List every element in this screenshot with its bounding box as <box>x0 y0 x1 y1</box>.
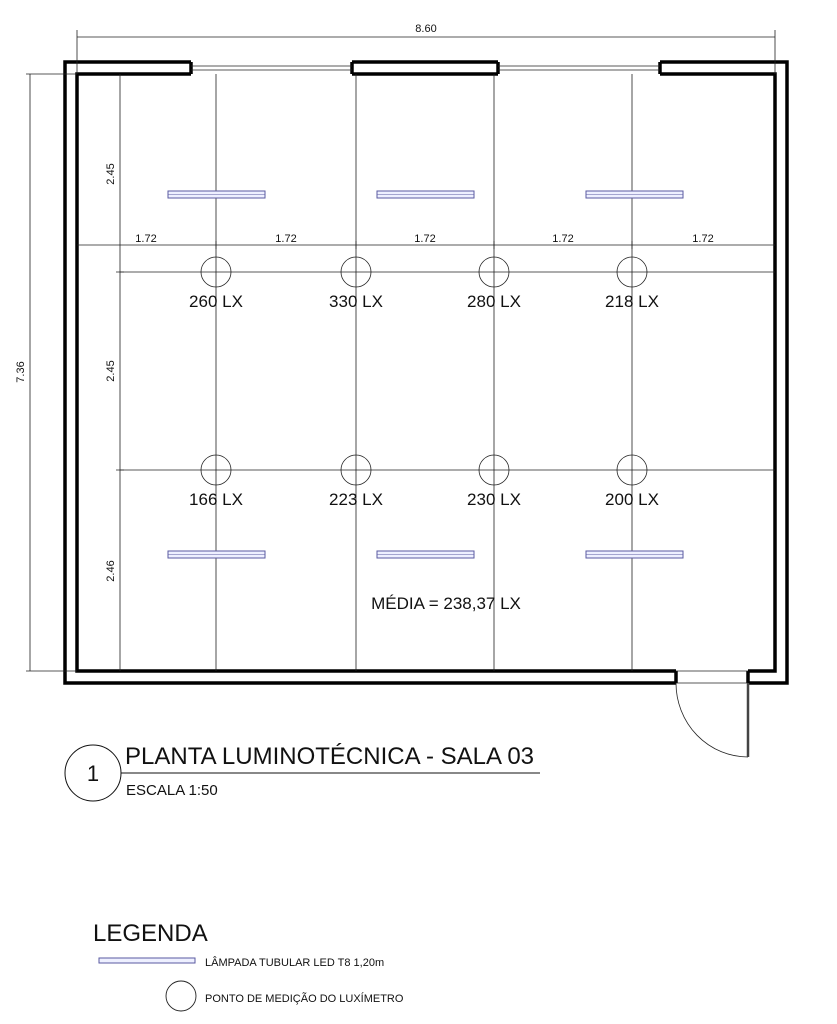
lux-reading: 223 LX <box>329 490 383 509</box>
dim-row-3: 2.46 <box>105 560 117 581</box>
title-block: 1 PLANTA LUMINOTÉCNICA - SALA 03 ESCALA … <box>64 743 540 802</box>
lamp-icon <box>98 957 196 964</box>
legend-label: LÂMPADA TUBULAR LED T8 1,20m <box>205 956 384 969</box>
door <box>675 670 750 758</box>
lux-reading: 230 LX <box>467 490 521 509</box>
dim-col-3: 1.72 <box>414 233 435 245</box>
measurement-point-icon <box>616 454 648 486</box>
measurement-point-icon <box>200 454 232 486</box>
legend-heading: LEGENDA <box>93 920 208 947</box>
dim-total-width: 8.60 <box>415 23 436 35</box>
dim-row-2: 2.45 <box>105 360 117 381</box>
lux-reading: 260 LX <box>189 292 243 311</box>
legend-label: PONTO DE MEDIÇÃO DO LUXÍMETRO <box>205 992 404 1005</box>
lux-reading: 330 LX <box>329 292 383 311</box>
drawing-scale: ESCALA 1:50 <box>126 782 218 799</box>
lamps <box>167 190 684 559</box>
drawing-number: 1 <box>87 761 99 786</box>
lux-reading: 166 LX <box>189 490 243 509</box>
dim-col-5: 1.72 <box>692 233 713 245</box>
measurement-point-icon <box>340 454 372 486</box>
lux-reading: 200 LX <box>605 490 659 509</box>
average-illuminance: MÉDIA = 238,37 LX <box>371 594 521 613</box>
lux-reading: 218 LX <box>605 292 659 311</box>
measurement-points <box>200 256 648 486</box>
lux-reading: 280 LX <box>467 292 521 311</box>
dim-row-1: 2.45 <box>105 163 117 184</box>
drawing-title: PLANTA LUMINOTÉCNICA - SALA 03 <box>125 743 534 770</box>
walls <box>63 60 789 685</box>
measurement-point-icon <box>616 256 648 288</box>
measurement-point-icon <box>165 980 197 1012</box>
dim-col-4: 1.72 <box>552 233 573 245</box>
dim-col-1: 1.72 <box>135 233 156 245</box>
dim-col-2: 1.72 <box>275 233 296 245</box>
legend: LEGENDA LÂMPADA TUBULAR LED T8 1,20m PON… <box>93 920 404 1012</box>
measurement-point-icon <box>200 256 232 288</box>
measurement-point-icon <box>478 454 510 486</box>
dim-total-height: 7.36 <box>15 361 27 382</box>
measurement-point-icon <box>478 256 510 288</box>
dimension-lines <box>26 30 776 672</box>
windows <box>191 65 660 71</box>
measurement-point-icon <box>340 256 372 288</box>
grid-lines <box>120 74 775 671</box>
